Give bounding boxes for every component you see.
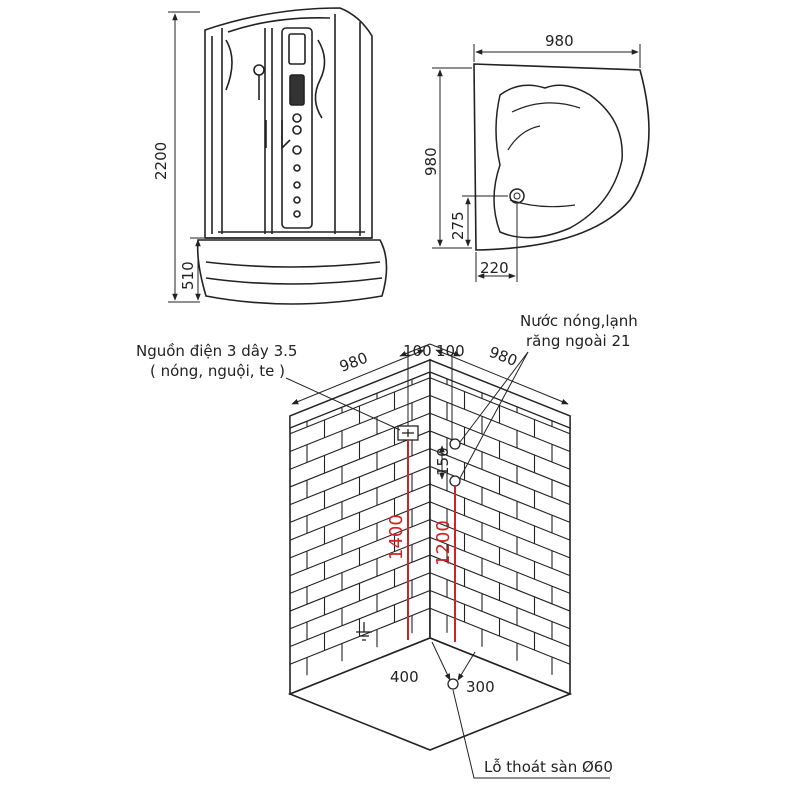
front-view: 2200 510	[152, 7, 388, 305]
label-water-height: 1200	[433, 520, 454, 566]
dim-top-depth	[432, 67, 472, 249]
label-right-width: 980	[487, 343, 520, 370]
dim-base-height	[190, 237, 204, 301]
dim-drain-y	[462, 195, 508, 247]
annotations: Nguồn điện 3 dây 3.5 ( nóng, nguội, te )…	[136, 312, 638, 779]
label-base-height: 510	[179, 261, 197, 290]
label-drain-x: 220	[480, 259, 509, 277]
label-power-height: 1400	[386, 514, 407, 560]
dim-top-width	[473, 44, 641, 68]
ground-symbol-icon	[356, 622, 372, 641]
right-wall	[429, 358, 571, 696]
top-view: 980 980 275 220	[422, 32, 650, 282]
floor	[287, 637, 573, 751]
tray-outline	[473, 63, 650, 251]
drain-hole-icon	[509, 188, 525, 204]
dim-height-total	[168, 11, 200, 303]
power-note-line1: Nguồn điện 3 dây 3.5	[136, 342, 297, 360]
water-note-line1: Nước nóng,lạnh	[520, 312, 638, 330]
wall-view: 100 100 980 980 150 1400 1200	[287, 342, 573, 751]
inner-basin	[493, 84, 623, 239]
drain-hole-icon	[447, 678, 459, 690]
dim-wall-widths	[291, 349, 569, 405]
label-floor-right: 300	[466, 678, 495, 696]
label-floor-left: 400	[390, 668, 419, 686]
power-outlet-icon	[397, 425, 419, 441]
label-height-total: 2200	[152, 142, 170, 180]
label-top-width: 980	[545, 32, 574, 50]
water-note-line2: răng ngoài 21	[526, 332, 631, 350]
label-drain-y: 275	[449, 211, 467, 240]
drain-note: Lỗ thoát sàn Ø60	[484, 758, 613, 776]
base-tray	[196, 239, 388, 305]
label-right-offset: 100	[436, 342, 465, 360]
cabin-front	[204, 7, 373, 239]
power-note-line2: ( nóng, nguội, te )	[150, 362, 285, 380]
dim-drain-x	[475, 204, 518, 282]
label-top-depth: 980	[422, 147, 440, 176]
label-left-width: 980	[337, 349, 370, 376]
label-spacing: 150	[434, 447, 452, 476]
